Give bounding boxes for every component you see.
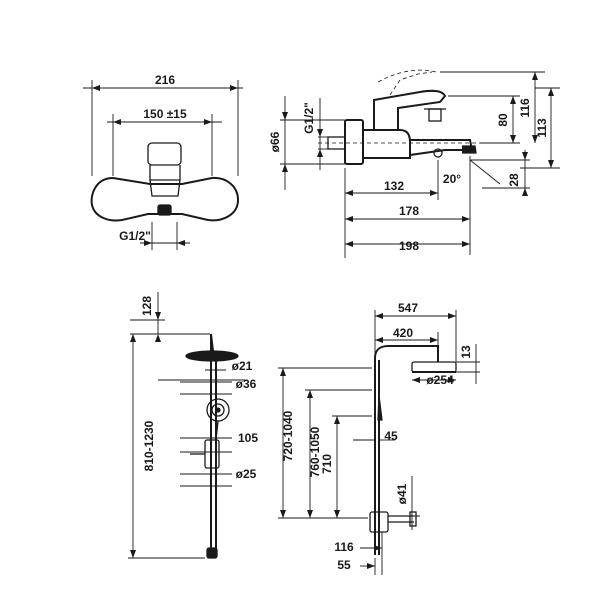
mixer-spout-base [149, 179, 181, 197]
dim-label-13: 13 [459, 345, 473, 359]
side-pipe-stub [327, 136, 346, 150]
dim-label-80: 80 [496, 113, 510, 127]
dim-label-angle: 20° [443, 172, 461, 186]
dim-label-254: ø254 [426, 373, 454, 387]
dim-label-21: ø21 [232, 359, 253, 373]
dim-label-55: 55 [337, 558, 351, 572]
dim-label-760-1050: 760-1050 [308, 426, 322, 477]
side-escutcheon [344, 119, 364, 165]
dim-label-710: 710 [320, 454, 334, 474]
dim-label-41: ø41 [395, 483, 409, 504]
dim-label-116-wall: 116 [334, 540, 354, 554]
dim-label-105: 105 [238, 431, 258, 445]
dim-label-28: 28 [507, 173, 521, 187]
dim-label-547: 547 [398, 301, 418, 315]
dim-label-132: 132 [384, 179, 404, 193]
dim-label-25: ø25 [236, 467, 257, 481]
shower-arm [374, 345, 439, 362]
dim-label-66: ø66 [268, 131, 282, 152]
side-diverter [428, 108, 442, 122]
side-lever [373, 89, 447, 130]
front-shower-view: 128 810-1230 ø21 ø36 105 ø25 [128, 292, 258, 559]
dim-label-128: 128 [140, 296, 154, 316]
dim-label-thread-front: G1/2" [119, 229, 151, 243]
dim-label-810-1230: 810-1230 [142, 420, 156, 471]
dim-label-216: 216 [155, 73, 175, 87]
dim-label-178: 178 [399, 204, 419, 218]
dim-label-420: 420 [393, 326, 413, 340]
dim-label-thread-side: G1/2" [302, 102, 316, 134]
side-mixer-view: ø66 G1/2" 132 178 198 20° [268, 69, 560, 258]
front-mixer-view: 216 150 ±15 G1/2" [83, 73, 243, 250]
dim-label-720-1040: 720-1040 [281, 410, 295, 461]
dim-label-36: ø36 [236, 377, 257, 391]
dim-label-198: 198 [399, 239, 419, 253]
mixer-body [90, 176, 240, 222]
side-spout-knob [433, 148, 443, 158]
dim-label-116: 116 [518, 98, 532, 118]
mixer-outlet [157, 204, 172, 216]
side-body [363, 129, 411, 159]
mixer-cartridge [149, 165, 181, 181]
overhead-shower [185, 350, 239, 362]
mixer-lever [147, 142, 182, 166]
dim-label-45: 45 [384, 429, 398, 443]
side-shower-view: 547 420 13 ø254 720-1040 760-1050 [278, 301, 480, 575]
side-head [411, 361, 457, 373]
dim-label-150: 150 ±15 [143, 107, 187, 121]
dim-label-113: 113 [535, 118, 549, 138]
